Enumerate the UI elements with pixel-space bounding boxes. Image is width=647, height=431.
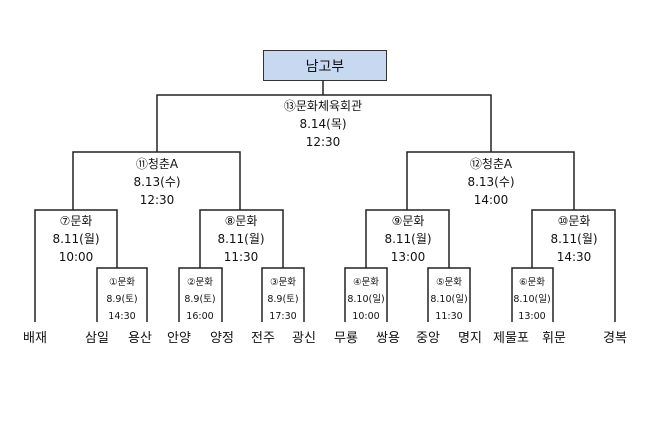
team-label: 명지: [458, 331, 482, 346]
team-label: 광신: [292, 331, 316, 346]
team-label: 제물포: [493, 331, 529, 346]
team-label: 경복: [603, 331, 627, 346]
team-label: 휘문: [542, 331, 566, 346]
team-label: 안양: [167, 331, 191, 346]
team-label: 무룡: [334, 331, 358, 346]
bracket-title: 남고부: [263, 50, 387, 81]
team-label: 양정: [210, 331, 234, 346]
team-label: 삼일: [85, 331, 109, 346]
team-label: 배재: [23, 331, 47, 346]
team-label: 쌍용: [376, 331, 400, 346]
team-label: 용산: [128, 331, 152, 346]
team-label: 전주: [251, 331, 275, 346]
team-label: 중앙: [416, 331, 440, 346]
